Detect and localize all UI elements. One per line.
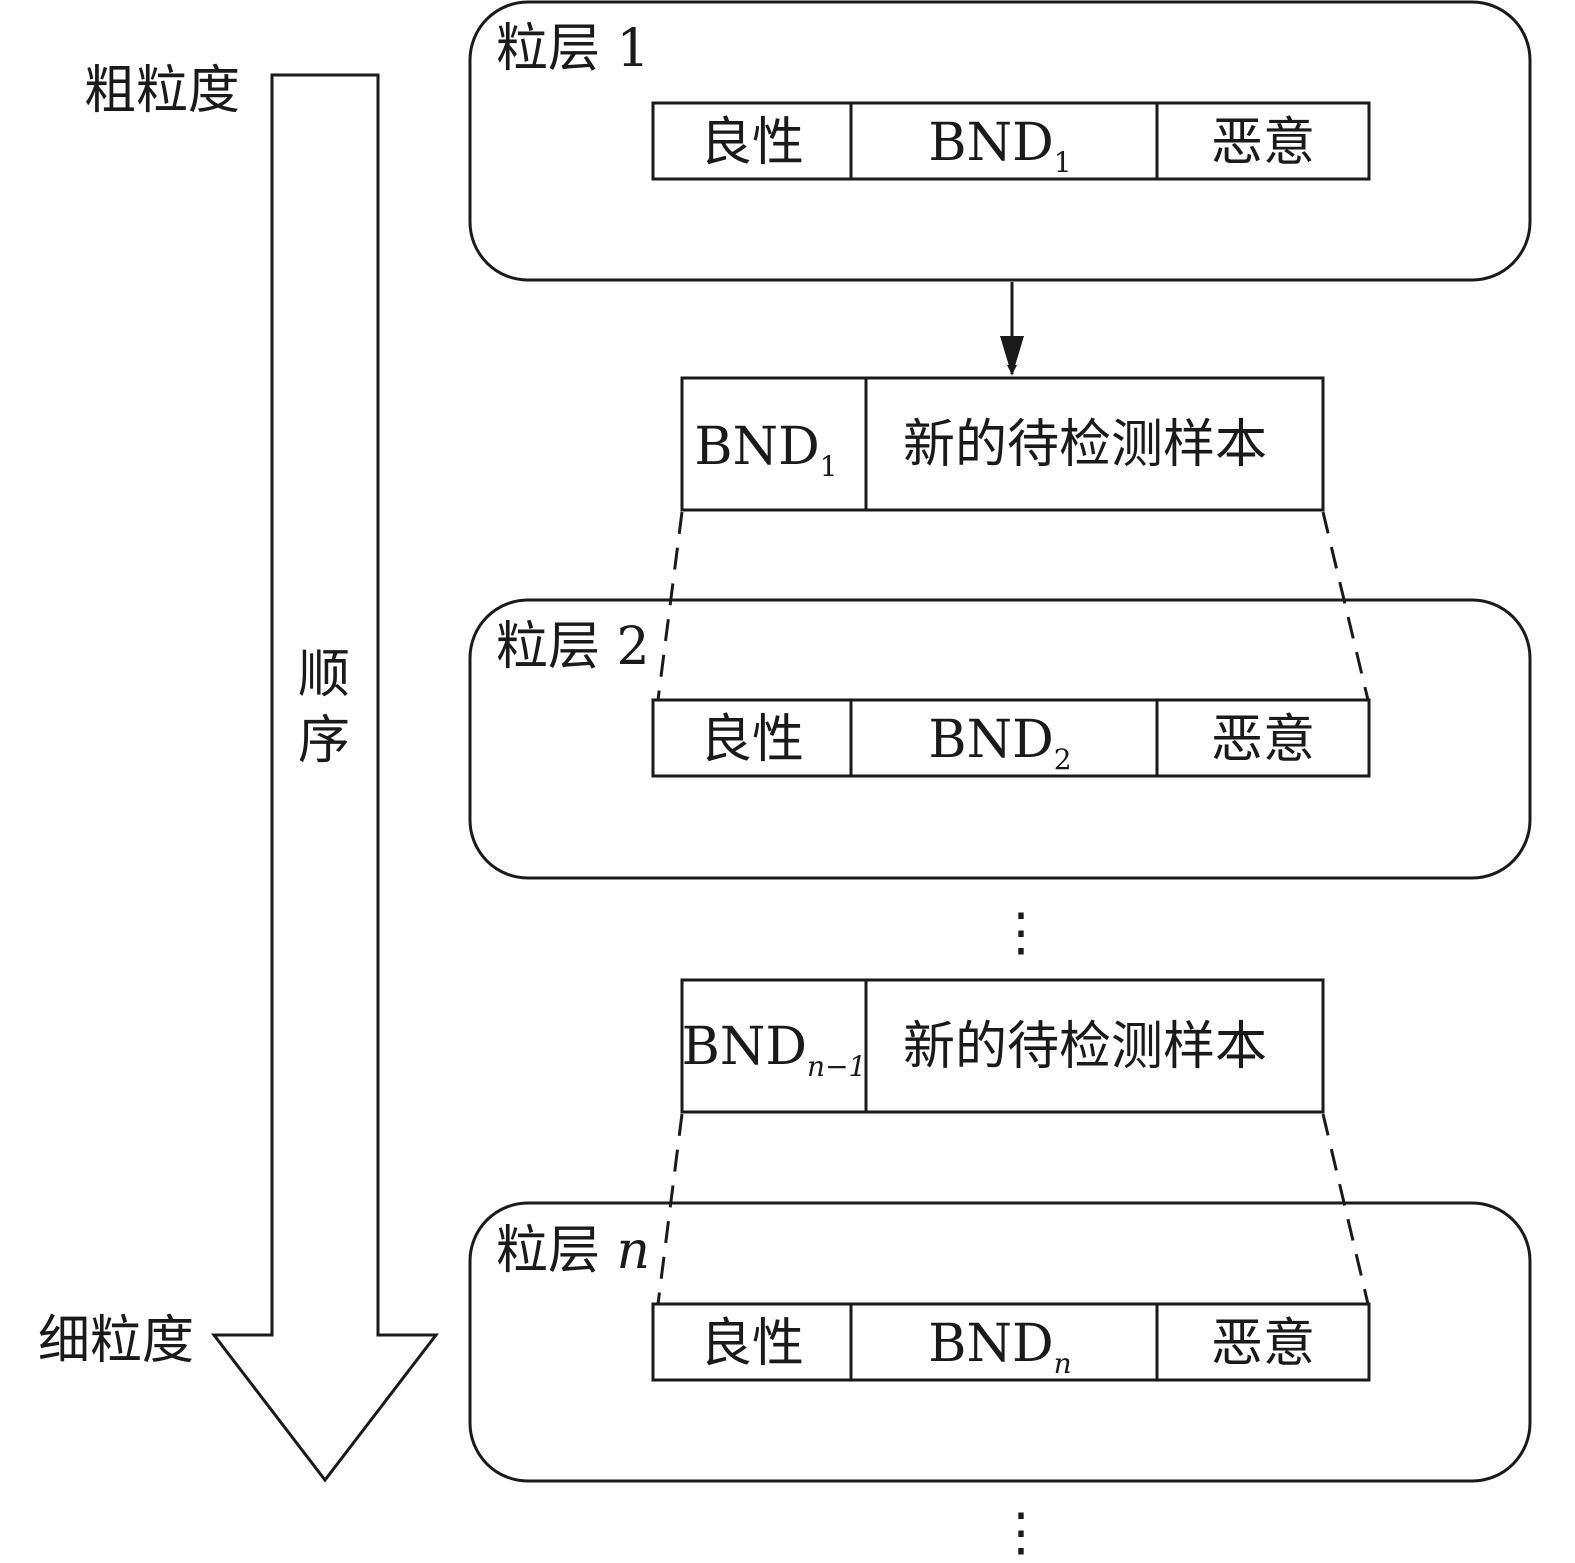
layer-n-bnd-label: BNDn <box>928 1314 1071 1380</box>
sample-box-1: BND1 新的待检测样本 <box>680 376 1325 512</box>
zoom-line-left <box>656 511 684 701</box>
fine-granularity-label: 细粒度 <box>38 1311 194 1371</box>
layer-2-benign-label: 良性 <box>700 710 804 770</box>
sample-1-text: 新的待检测样本 <box>903 415 1267 475</box>
layer-1-box <box>468 0 1532 282</box>
coarse-granularity-label: 粗粒度 <box>84 61 240 121</box>
layer-1-bnd-label: BND1 <box>928 113 1071 179</box>
zoom-line-right <box>1321 511 1370 701</box>
sample-2-bnd-label: BNDn−1 <box>682 1017 867 1083</box>
order-label-char-2: 序 <box>298 711 350 771</box>
layer-n-region-bar: 良性 BNDn 恶意 <box>651 1302 1371 1382</box>
flow-arrowhead <box>1000 336 1024 376</box>
layer-1-title: 粒层 1 <box>496 19 650 79</box>
order-label-char-1: 顺 <box>298 645 350 705</box>
layer-n-title: 粒层 n <box>496 1221 650 1281</box>
layer-2-bnd-label: BND2 <box>928 710 1071 776</box>
layer-1-region-bar: 良性 BND1 恶意 <box>651 101 1371 181</box>
zoom-line-left <box>656 1113 684 1305</box>
sample-1-bnd-label: BND1 <box>694 417 837 483</box>
layer-2-region-bar: 良性 BND2 恶意 <box>651 698 1371 778</box>
layer-n-benign-label: 良性 <box>700 1314 804 1374</box>
layer-2-box <box>468 598 1532 880</box>
layer-1-malicious-label: 恶意 <box>1211 113 1315 173</box>
ellipsis-2: ⋮ <box>995 1503 1047 1563</box>
sample-2-text: 新的待检测样本 <box>903 1017 1267 1077</box>
layer-2-malicious-label: 恶意 <box>1211 710 1315 770</box>
layer-2-title: 粒层 2 <box>496 617 650 677</box>
ellipsis-1: ⋮ <box>995 903 1047 963</box>
zoom-line-right <box>1321 1113 1370 1305</box>
layer-n-box <box>468 1201 1532 1483</box>
order-arrow <box>210 73 440 1483</box>
layer-1-benign-label: 良性 <box>700 113 804 173</box>
sample-box-2: BNDn−1 新的待检测样本 <box>680 978 1325 1114</box>
layer-n-malicious-label: 恶意 <box>1211 1314 1315 1374</box>
